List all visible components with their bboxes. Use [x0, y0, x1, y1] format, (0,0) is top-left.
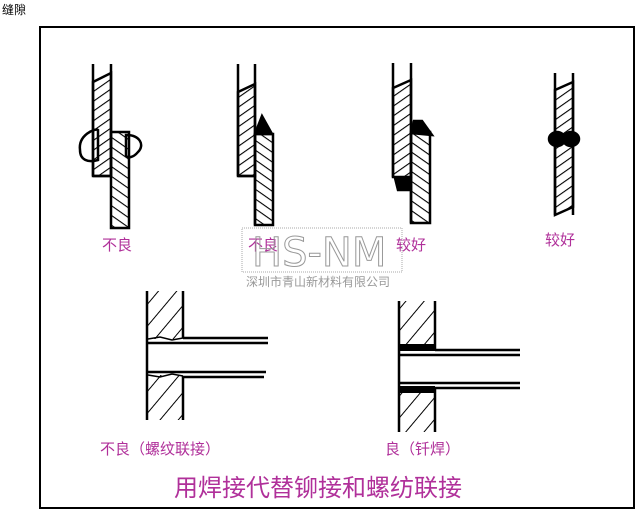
joint-butt-good: [547, 73, 581, 217]
caption: 缝隙: [2, 3, 27, 17]
joint-lap-bad: [78, 64, 143, 230]
frame: [39, 26, 635, 509]
watermark: HS-NM 深圳市青山新材料有限公司: [241, 227, 403, 289]
joint-double-fillet-good: [391, 63, 435, 225]
watermark-logo: HS-NM: [252, 230, 386, 276]
pipe-brazed-joint: [397, 301, 520, 432]
watermark-company: 深圳市青山新材料有限公司: [246, 274, 390, 289]
figure-title: 用焊接代替铆接和螺纺联接: [174, 474, 462, 502]
joint-fillet-bad: [236, 64, 275, 227]
label-brazed: 良（钎焊）: [385, 440, 460, 458]
label-4: 较好: [545, 231, 575, 249]
pipe-threaded-joint: [145, 291, 268, 420]
label-3: 较好: [396, 236, 426, 254]
label-1: 不良: [102, 236, 132, 254]
label-threaded: 不良（螺纹联接）: [100, 440, 220, 458]
label-2: 不良: [248, 236, 278, 254]
